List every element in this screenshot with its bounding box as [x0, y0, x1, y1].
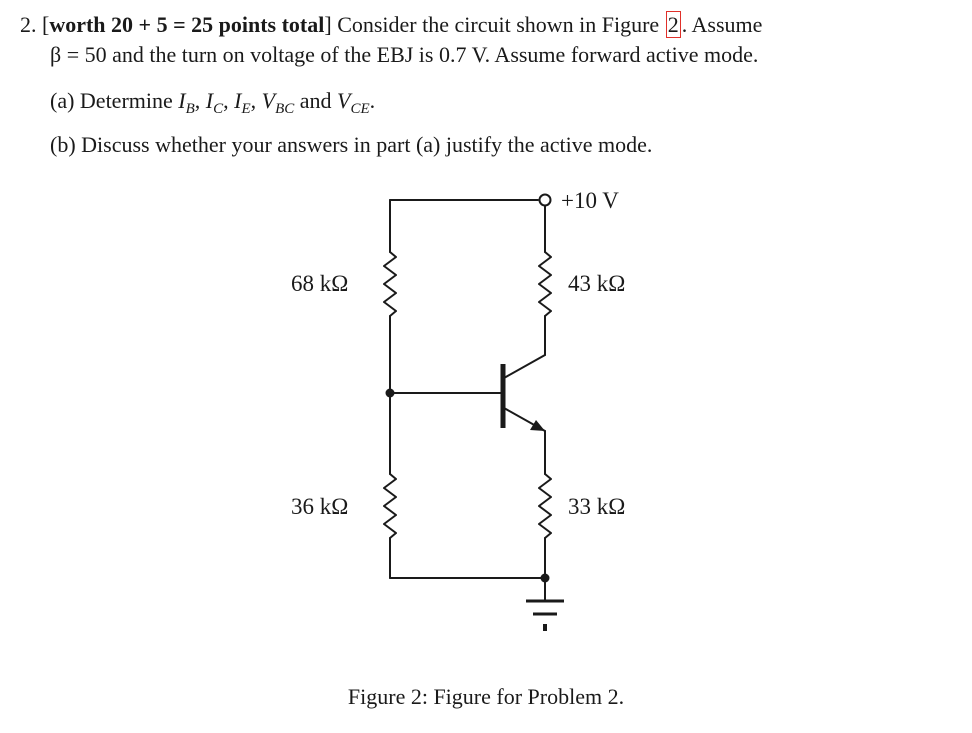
- part-a: (a) Determine IB, IC, IE, VBC and VCE.: [50, 88, 376, 117]
- r2-resistor: [383, 473, 397, 539]
- part-b: (b) Discuss whether your answers in part…: [50, 132, 653, 157]
- var-vbc-sub: BC: [275, 101, 295, 117]
- points-worth: worth 20 + 5 = 25 points total: [49, 12, 325, 37]
- problem-statement-line-2: β = 50 and the turn on voltage of the EB…: [50, 42, 759, 67]
- re-label: 33 kΩ: [568, 494, 625, 519]
- worth-open-bracket: [: [42, 12, 50, 37]
- var-ib-sub: B: [185, 101, 195, 117]
- r2-label: 36 kΩ: [291, 494, 348, 519]
- base-junction-dot: [385, 388, 395, 398]
- var-ie-sub: E: [241, 101, 251, 117]
- re-resistor: [538, 473, 552, 539]
- var-ic-sub: C: [213, 101, 224, 117]
- r1-label: 68 kΩ: [291, 271, 348, 296]
- figure-caption: Figure 2: Figure for Problem 2.: [347, 684, 625, 709]
- var-vce: V: [337, 88, 351, 113]
- sep: ,: [250, 88, 262, 113]
- problem-statement-line-1: 2. [worth 20 + 5 = 25 points total] Cons…: [20, 11, 763, 38]
- problem-number: 2.: [20, 12, 37, 37]
- var-ie: I: [234, 88, 242, 113]
- var-ib: I: [178, 88, 186, 113]
- ground-icon: [526, 599, 564, 631]
- figure-reference-link[interactable]: 2: [665, 11, 681, 38]
- rc-resistor: [538, 251, 552, 317]
- part-a-prefix: (a) Determine: [50, 88, 179, 113]
- worth-close-bracket: ]: [324, 12, 332, 37]
- and-word: and: [294, 88, 337, 113]
- ground-junction-dot: [540, 573, 550, 583]
- period: .: [369, 88, 376, 113]
- var-vce-sub: CE: [350, 101, 370, 117]
- sep: ,: [223, 88, 235, 113]
- rc-label: 43 kΩ: [568, 271, 625, 296]
- sep: ,: [194, 88, 206, 113]
- var-vbc: V: [261, 88, 276, 113]
- r1-resistor: [383, 251, 397, 317]
- var-ic: I: [205, 88, 214, 113]
- collector-diag: [503, 354, 546, 379]
- supply-terminal: [538, 193, 552, 207]
- supply-voltage-label: +10 V: [561, 188, 619, 213]
- emitter-arrow-icon: [530, 420, 545, 431]
- intro-text: Consider the circuit shown in Figure: [331, 12, 665, 37]
- intro-end-text: . Assume: [681, 12, 763, 37]
